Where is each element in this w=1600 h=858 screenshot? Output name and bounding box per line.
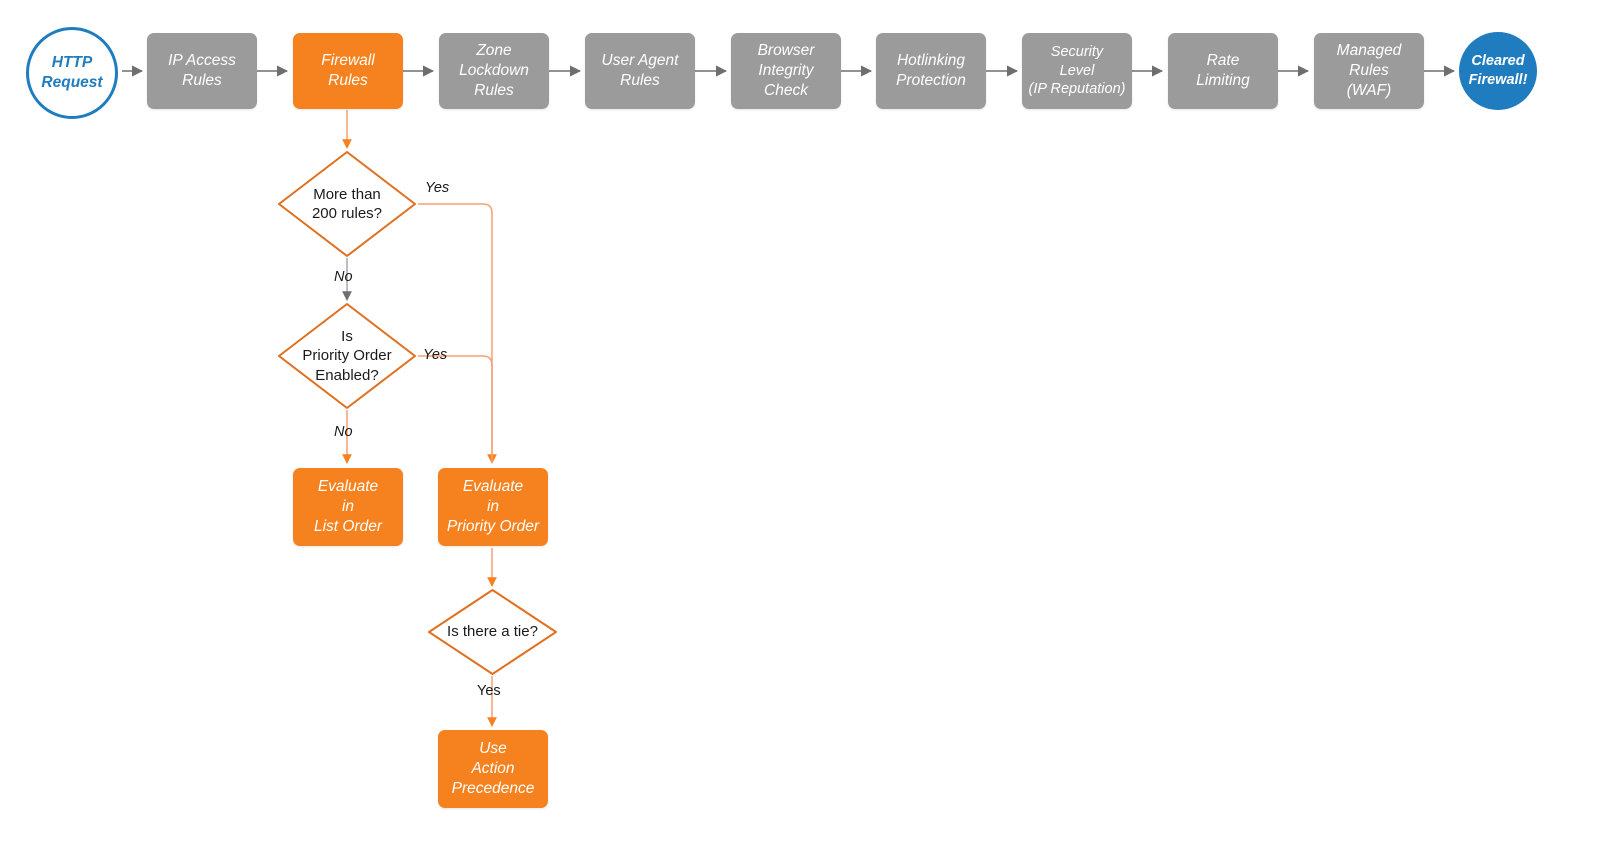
node-ip-access-rules[interactable]: IP Access Rules xyxy=(147,33,257,109)
edge-label-more-than-200-no: No xyxy=(334,269,353,285)
node-label: IP Access Rules xyxy=(168,52,236,89)
edge-label-more-than-200-yes: Yes xyxy=(425,180,450,196)
node-security-level[interactable]: Security Level (IP Reputation) xyxy=(1022,33,1132,109)
node-browser-integrity-check[interactable]: Browser Integrity Check xyxy=(731,33,841,109)
node-label: User Agent Rules xyxy=(601,52,679,89)
node-firewall-rules[interactable]: Firewall Rules xyxy=(293,33,403,109)
node-managed-rules-waf[interactable]: Managed Rules (WAF) xyxy=(1314,33,1424,109)
node-evaluate-in-list-order[interactable]: Evaluate in List Order xyxy=(293,468,403,546)
node-user-agent-rules[interactable]: User Agent Rules xyxy=(585,33,695,109)
node-label: Use Action Precedence xyxy=(451,740,535,797)
decision-label: Is Priority Order Enabled? xyxy=(302,327,392,384)
node-label: Cleared Firewall! xyxy=(1468,53,1528,88)
decision-is-there-a-tie[interactable]: Is there a tie? xyxy=(427,588,558,676)
node-label: Browser Integrity Check xyxy=(757,42,815,99)
node-cleared-firewall[interactable]: Cleared Firewall! xyxy=(1459,32,1537,110)
node-label: Firewall Rules xyxy=(321,52,375,89)
node-use-action-precedence[interactable]: Use Action Precedence xyxy=(438,730,548,808)
decision-label: Is there a tie? xyxy=(447,623,538,641)
edge-label-tie-yes: Yes xyxy=(477,683,501,699)
node-label: Evaluate in List Order xyxy=(313,478,383,535)
node-label: Evaluate in Priority Order xyxy=(446,478,540,535)
node-zone-lockdown-rules[interactable]: Zone Lockdown Rules xyxy=(439,33,549,109)
diamond-shape xyxy=(278,151,416,257)
node-hotlinking-protection[interactable]: Hotlinking Protection xyxy=(876,33,986,109)
edge-label-priority-order-yes: Yes xyxy=(423,347,448,363)
node-http-request[interactable]: HTTP Request xyxy=(26,27,118,119)
node-evaluate-in-priority-order[interactable]: Evaluate in Priority Order xyxy=(438,468,548,546)
diamond-shape xyxy=(428,589,557,675)
decision-label: More than 200 rules? xyxy=(311,185,383,223)
node-rate-limiting[interactable]: Rate Limiting xyxy=(1168,33,1278,109)
decision-priority-order-enabled[interactable]: Is Priority Order Enabled? xyxy=(277,302,417,410)
node-label: HTTP Request xyxy=(41,54,103,91)
diamond-shape xyxy=(278,303,416,409)
node-label: Zone Lockdown Rules xyxy=(459,42,529,99)
node-label: Hotlinking Protection xyxy=(896,52,966,89)
node-label: Security Level (IP Reputation) xyxy=(1028,44,1126,98)
node-label: Rate Limiting xyxy=(1196,52,1250,89)
edge-label-priority-order-no: No xyxy=(334,424,353,440)
decision-more-than-200-rules[interactable]: More than 200 rules? xyxy=(277,150,417,258)
node-label: Managed Rules (WAF) xyxy=(1336,42,1402,99)
